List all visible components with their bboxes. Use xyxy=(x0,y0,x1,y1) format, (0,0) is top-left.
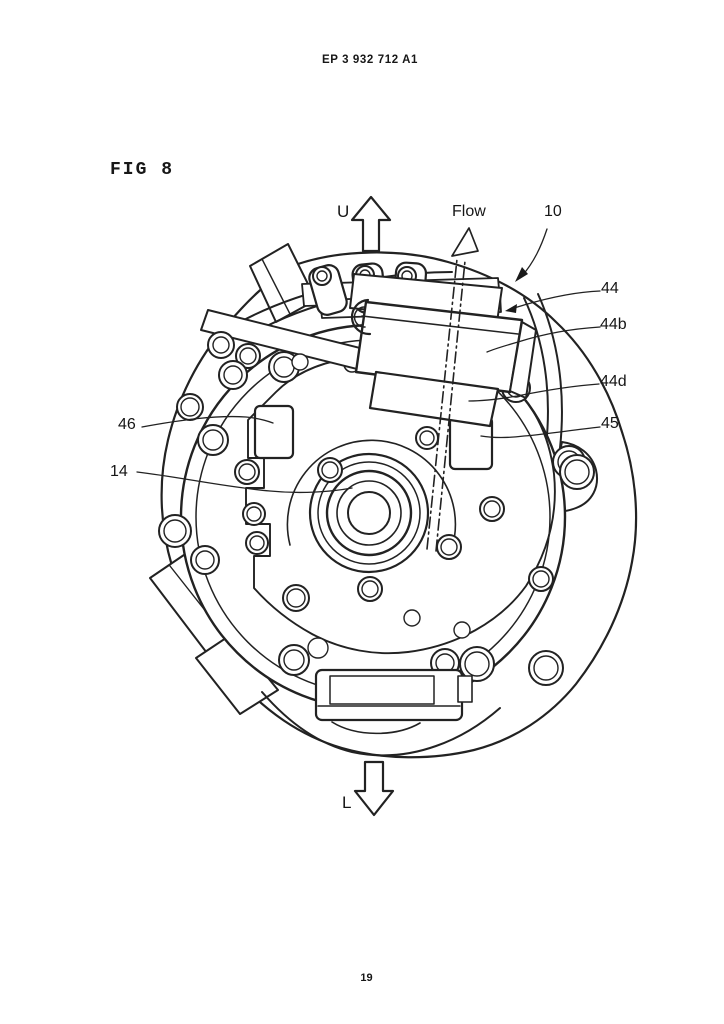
leader-line-10 xyxy=(521,228,548,277)
leader-line-44d xyxy=(468,383,600,402)
boss-ring xyxy=(325,469,413,557)
diagonal-member xyxy=(195,633,279,715)
bottom-bracket-tab xyxy=(457,675,473,703)
direction-label-l: L xyxy=(342,793,352,812)
boss-ring xyxy=(336,480,402,546)
leader-line-46 xyxy=(141,415,274,428)
engine-assembly-drawing xyxy=(149,243,638,759)
ref-label-44d: 44d xyxy=(600,373,627,390)
figure-label: FIG 8 xyxy=(110,160,175,180)
bracket-44d-lower xyxy=(368,370,500,428)
bracket-44b-edge-line xyxy=(361,315,519,335)
leader-lines xyxy=(136,228,601,494)
leader-arrowhead-10 xyxy=(515,267,528,282)
leader-line-45 xyxy=(480,426,601,439)
down-arrow-icon xyxy=(353,760,395,817)
ref-label-44: 44 xyxy=(601,280,619,297)
boss-arc xyxy=(286,439,457,549)
ref-label-10: 10 xyxy=(544,203,562,220)
pipe-cross-sections xyxy=(207,331,309,390)
leader-line-14 xyxy=(136,471,353,494)
direction-label-u: U xyxy=(337,202,350,221)
boss-ring xyxy=(347,491,391,535)
bottom-bracket xyxy=(314,668,464,722)
publication-number: EP 3 932 712 A1 xyxy=(322,54,418,66)
flow-arrow-icon xyxy=(426,227,479,552)
bolt-bosses xyxy=(158,355,595,686)
ref-label-44b: 44b xyxy=(600,316,627,333)
flow-label: Flow xyxy=(452,203,486,220)
cable-hook-inner xyxy=(353,306,366,328)
lower-case-outline xyxy=(261,691,501,757)
cable-hook xyxy=(350,298,372,336)
up-arrow-icon xyxy=(350,195,392,253)
lower-case-inner xyxy=(331,721,421,735)
page-number: 19 xyxy=(360,972,373,984)
ref-label-14: 14 xyxy=(110,463,128,480)
component-46 xyxy=(253,404,295,460)
diagonal-member-line xyxy=(261,258,291,315)
bracket-end-cap xyxy=(509,321,537,399)
bottom-bracket-inner xyxy=(329,675,435,705)
ref-label-46: 46 xyxy=(118,416,136,433)
ref-label-45: 45 xyxy=(601,415,619,432)
boss-ring xyxy=(317,461,421,565)
leader-arrowhead-44 xyxy=(505,304,517,313)
leader-line-44b xyxy=(486,326,601,353)
